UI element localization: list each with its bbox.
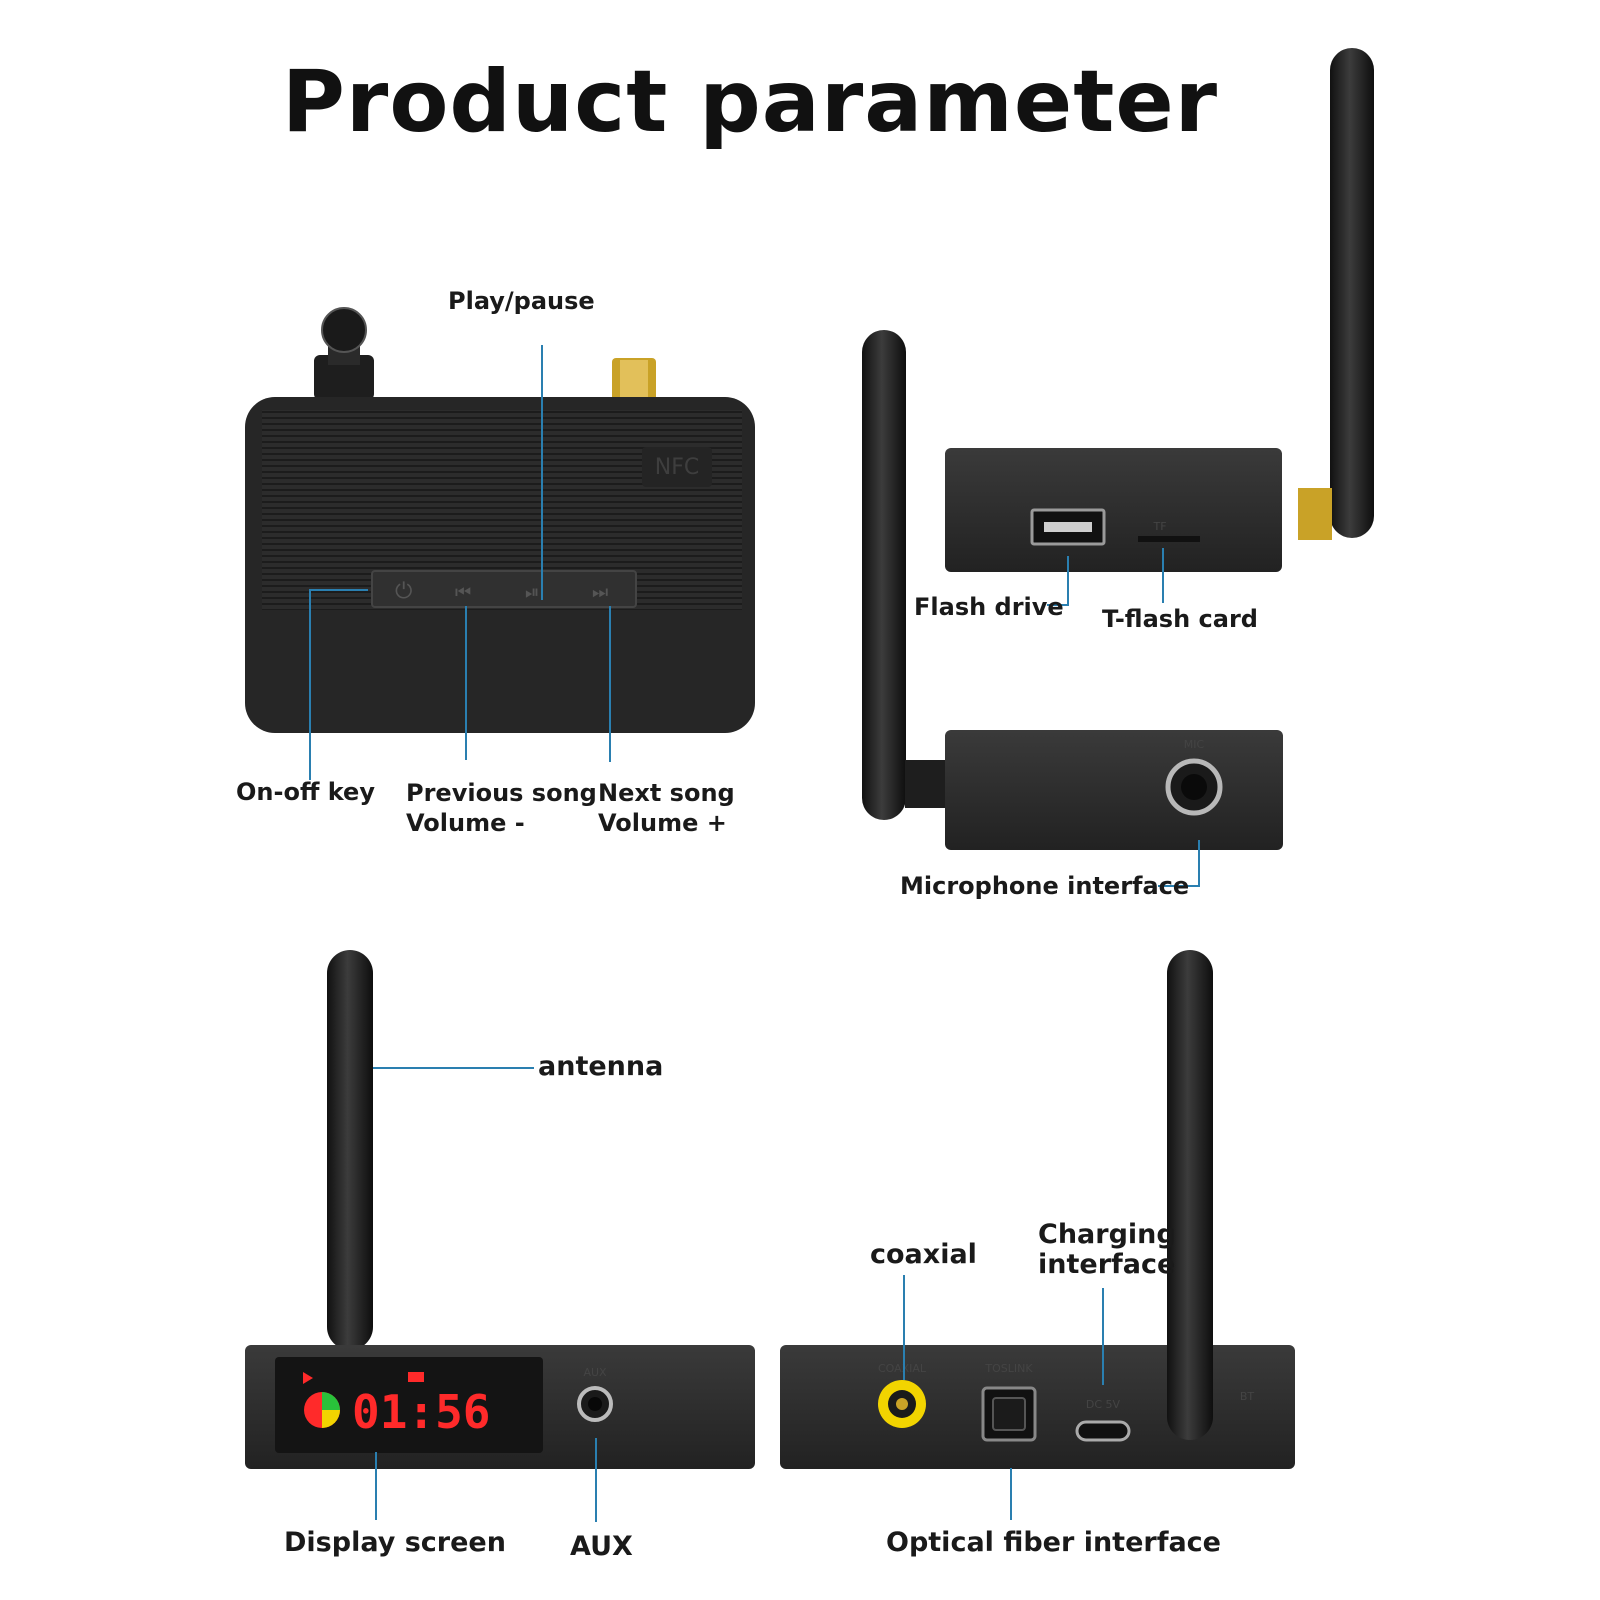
svg-text:⏭: ⏭ <box>592 582 608 603</box>
front-view-device: 01:56 AUX <box>245 950 755 1469</box>
label-coaxial: coaxial <box>870 1239 977 1270</box>
label-play-pause: Play/pause <box>448 287 595 315</box>
aux-port-marking: AUX <box>583 1366 607 1379</box>
label-display-screen: Display screen <box>284 1527 506 1558</box>
tf-marking: TF <box>1152 520 1166 533</box>
nfc-marking: NFC <box>655 455 699 480</box>
label-previous-song: Previous song <box>406 779 597 807</box>
top-view-device: NFC ⏻ ⏮ ⏯ ⏭ <box>245 307 755 733</box>
label-flash-drive: Flash drive <box>914 593 1064 621</box>
svg-text:⏮: ⏮ <box>455 582 471 603</box>
label-aux: AUX <box>570 1531 633 1562</box>
svg-text:⏯: ⏯ <box>525 582 539 603</box>
label-charging-line2: interface <box>1038 1249 1176 1280</box>
toslink-port-marking: TOSLINK <box>984 1362 1033 1375</box>
side-view-mic-device: MIC <box>905 730 1283 850</box>
label-antenna: antenna <box>538 1051 664 1082</box>
dc-port-marking: DC 5V <box>1086 1398 1121 1411</box>
label-next-song: Next song <box>598 779 735 807</box>
leader-lines <box>309 345 1200 1522</box>
page-title: Product parameter <box>281 52 1219 152</box>
rear-view-device: COAXIAL TOSLINK DC 5V BT <box>780 950 1295 1469</box>
label-microphone-interface: Microphone interface <box>900 872 1190 900</box>
coaxial-port-marking: COAXIAL <box>878 1362 927 1375</box>
label-volume-plus: Volume + <box>598 809 727 837</box>
label-volume-minus: Volume - <box>406 809 525 837</box>
mic-marking: MIC <box>1184 738 1205 751</box>
label-on-off-key: On-off key <box>236 778 375 806</box>
bt-marking: BT <box>1240 1390 1255 1403</box>
svg-text:⏻: ⏻ <box>395 579 412 604</box>
side-view-usb-device: TF <box>862 48 1374 820</box>
display-time: 01:56 <box>352 1385 490 1439</box>
label-optical-fiber-interface: Optical fiber interface <box>886 1527 1221 1558</box>
label-t-flash-card: T-flash card <box>1102 605 1258 633</box>
label-charging-line1: Charging <box>1038 1219 1176 1250</box>
